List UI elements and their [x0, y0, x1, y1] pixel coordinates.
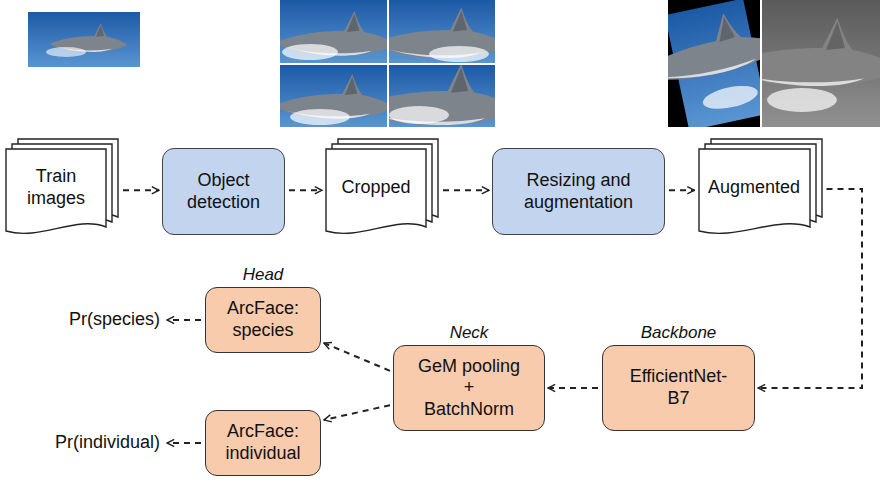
- section-heading: Neck: [450, 323, 489, 343]
- document-stack: Augmented: [698, 138, 823, 238]
- text-holder: Resizing and augmentation: [493, 149, 664, 234]
- output-arrow: [167, 442, 201, 444]
- output-arrow: [167, 319, 201, 321]
- dashed-arrow: [123, 189, 159, 191]
- node-text: GeM pooling + BatchNorm: [418, 356, 521, 421]
- dashed-arrow: [324, 343, 390, 371]
- network-block: HeadArcFace: species: [205, 287, 321, 353]
- network-block: BackboneEfficientNet-B7: [602, 345, 755, 431]
- cropped-photos: [273, 0, 517, 127]
- text-holder: ArcFace: species: [206, 288, 320, 352]
- text-holder: ArcFace: individual: [206, 411, 320, 475]
- dashed-arrow: [289, 189, 322, 191]
- page-outline: [699, 149, 810, 233]
- document-stack: Train images: [5, 138, 119, 238]
- node-text: Object detection: [171, 170, 276, 213]
- node-text: ArcFace: species: [214, 298, 312, 341]
- output-label: Pr(individual): [55, 432, 160, 454]
- text-holder: Object detection: [163, 149, 284, 234]
- output-label: Pr(species): [69, 309, 160, 331]
- page-outline: [326, 149, 426, 233]
- document-stack: Cropped: [325, 138, 439, 238]
- node-text: Cropped: [341, 177, 410, 199]
- network-block: ArcFace: individual: [205, 410, 321, 476]
- node-text: Resizing and augmentation: [504, 170, 654, 213]
- augmented-photos: [621, 0, 880, 140]
- section-heading: Backbone: [641, 323, 717, 343]
- text-holder: EfficientNet-B7: [603, 346, 754, 430]
- process-box: Resizing and augmentation: [492, 148, 665, 235]
- text-holder: Augmented: [698, 138, 823, 238]
- node-text: Train images: [20, 166, 92, 209]
- node-text: EfficientNet-B7: [621, 366, 736, 409]
- section-heading: Head: [243, 265, 284, 285]
- node-text: ArcFace: individual: [214, 421, 312, 464]
- dashed-arrow: [324, 405, 390, 420]
- text-holder: Train images: [5, 138, 119, 238]
- input-photo: [28, 12, 140, 67]
- dashed-arrow: [548, 387, 598, 389]
- dashed-arrow: [669, 189, 695, 191]
- dashed-arrow: [443, 189, 489, 191]
- network-block: NeckGeM pooling + BatchNorm: [393, 345, 545, 431]
- text-holder: GeM pooling + BatchNorm: [394, 346, 544, 430]
- process-box: Object detection: [162, 148, 285, 235]
- page-outline: [6, 149, 106, 233]
- text-holder: Cropped: [325, 138, 439, 238]
- node-text: Augmented: [708, 177, 800, 199]
